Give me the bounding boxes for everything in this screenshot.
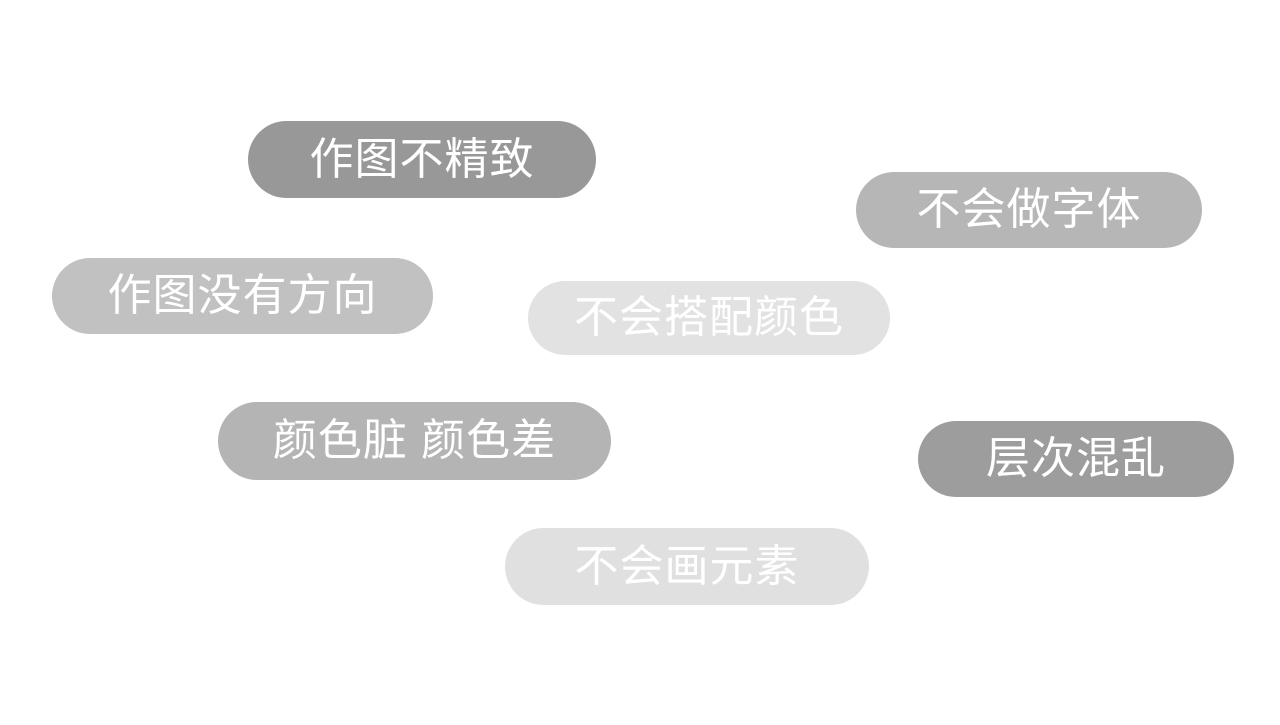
bubble-no-drawing-direction-label: 作图没有方向 — [107, 271, 378, 320]
bubble-cant-match-colors-label: 不会搭配颜色 — [574, 293, 844, 342]
bubble-cant-draw-elements-label: 不会画元素 — [574, 541, 800, 591]
bubble-cant-match-colors: 不会搭配颜色 — [528, 281, 890, 355]
bubble-imprecise-drawing-label: 作图不精致 — [309, 134, 535, 184]
bubble-dirty-bad-colors: 颜色脏 颜色差 — [218, 402, 611, 480]
bubble-cant-draw-elements: 不会画元素 — [505, 528, 869, 605]
bubble-messy-hierarchy-label: 层次混乱 — [986, 434, 1166, 483]
bubble-dirty-bad-colors-label: 颜色脏 颜色差 — [272, 416, 557, 465]
bubble-cant-do-fonts-label: 不会做字体 — [916, 185, 1142, 234]
bubble-cant-do-fonts: 不会做字体 — [856, 172, 1202, 248]
bubble-no-drawing-direction: 作图没有方向 — [52, 258, 433, 334]
bubble-imprecise-drawing: 作图不精致 — [248, 121, 596, 198]
bubble-messy-hierarchy: 层次混乱 — [918, 421, 1234, 497]
